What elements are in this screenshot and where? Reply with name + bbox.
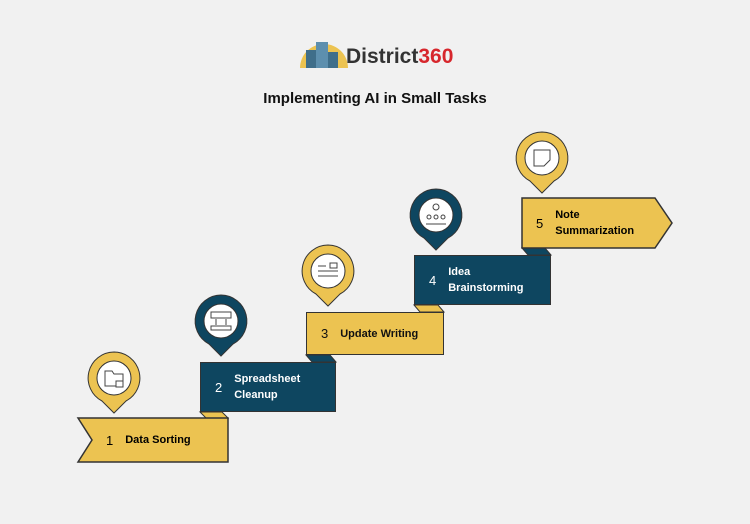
page-title: Implementing AI in Small Tasks (263, 90, 487, 107)
pin-5 (515, 131, 569, 194)
pin-4 (409, 188, 463, 251)
step-label: Update Writing (340, 327, 419, 340)
step-1-shape (76, 417, 229, 463)
step-5-shape (521, 197, 673, 249)
step-label: Data Sorting (125, 434, 191, 446)
team-idea-icon (432, 203, 440, 211)
logo-building (306, 50, 316, 68)
pin-3 (301, 244, 355, 307)
fold-3 (412, 304, 446, 313)
folder-robot-icon (104, 370, 124, 387)
document-robot-icon (318, 265, 338, 277)
brand-logo: District360 (346, 45, 454, 68)
notepad-icon (533, 149, 551, 167)
fold-2 (304, 354, 338, 363)
fold-4 (520, 247, 553, 256)
spreadsheet-icon (210, 311, 232, 319)
pin-2 (194, 294, 248, 357)
pin-1 (87, 351, 141, 414)
